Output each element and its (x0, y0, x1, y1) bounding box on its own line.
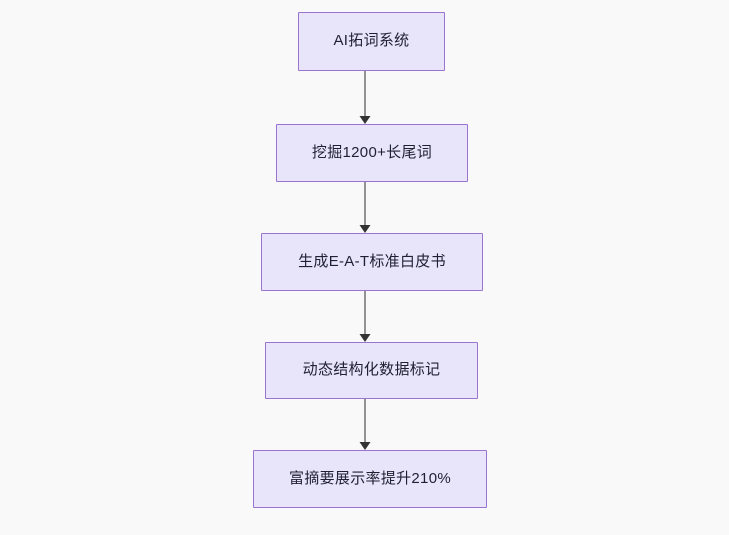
flow-node[interactable]: 动态结构化数据标记 (265, 342, 478, 399)
flow-node[interactable]: 富摘要展示率提升210% (253, 450, 487, 508)
flow-edge (359, 71, 371, 124)
arrowhead-icon (359, 116, 371, 124)
arrowhead-icon (359, 334, 371, 342)
flow-edge (359, 182, 371, 233)
flow-node-label: 生成E-A-T标准白皮书 (298, 252, 446, 270)
flow-node-label: 挖掘1200+长尾词 (311, 143, 433, 161)
arrowhead-icon (359, 442, 371, 450)
flow-edge (359, 399, 371, 450)
flow-node-label: 富摘要展示率提升210% (289, 469, 451, 487)
flow-node[interactable]: 生成E-A-T标准白皮书 (261, 233, 483, 291)
flow-node[interactable]: AI拓词系统 (298, 12, 445, 71)
flow-node-label: 动态结构化数据标记 (302, 361, 441, 379)
arrowhead-icon (359, 225, 371, 233)
flow-node[interactable]: 挖掘1200+长尾词 (276, 124, 468, 182)
flow-node-label: AI拓词系统 (333, 32, 410, 50)
flow-edge (359, 291, 371, 342)
